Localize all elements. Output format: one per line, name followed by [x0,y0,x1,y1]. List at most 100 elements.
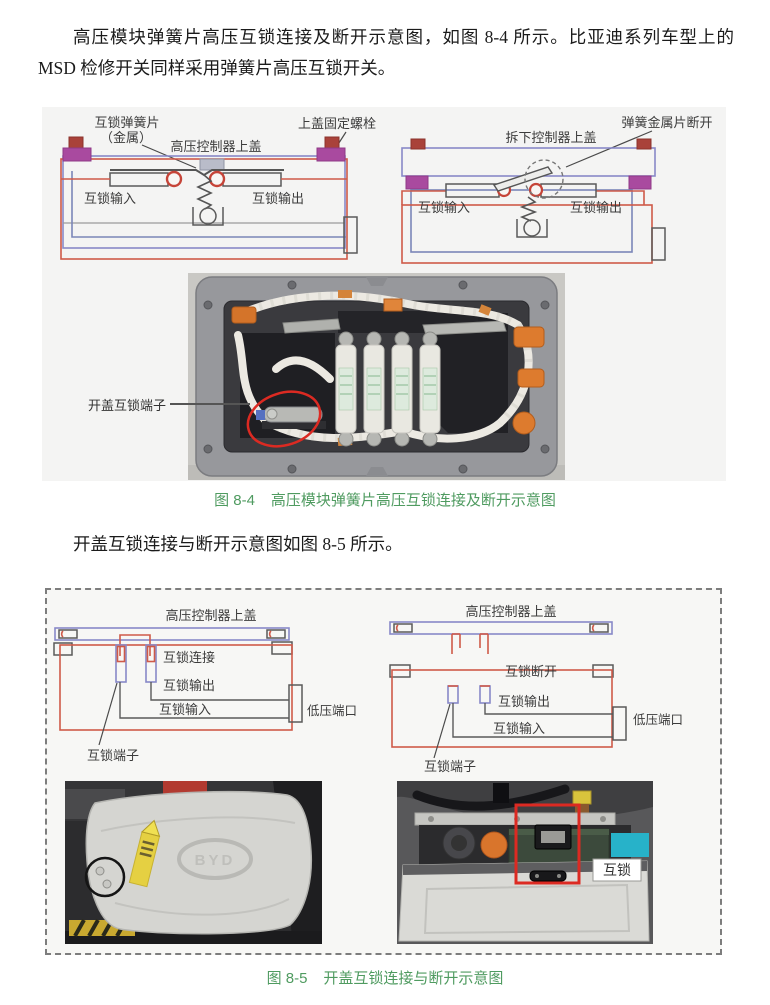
output-line [484,703,613,715]
label-cover-bolt: 上盖固定螺栓 [298,116,376,131]
cover-lower [398,860,650,942]
bolt-cap-icon [410,138,426,150]
screw-icon [600,816,606,822]
cover-bolt [266,629,286,639]
cover-bar [389,621,613,635]
spring-roller [199,207,217,225]
cover-outline [62,155,346,249]
yellow-connector [572,790,592,805]
blue-circuit-box [410,189,633,253]
red-circuit-box [59,644,293,731]
pointer-line [565,130,653,168]
input-line [119,682,289,719]
fuse [419,331,441,447]
bolt-cap-icon [636,138,652,150]
paragraph-intro: 高压模块弹簧片高压互锁连接及断开示意图，如图 8-4 所示。比亚迪系列车型上的 … [38,27,734,78]
red-circuit-box [391,669,613,748]
label-interlock-input: 互锁输入 [84,191,136,206]
label-lv-port: 低压端口 [307,704,357,718]
cover-rim [403,861,647,875]
paragraph-fig85-intro: 开盖互锁连接与断开示意图如图 8-5 所示。 [73,534,403,554]
label-interlock-output: 互锁输出 [252,191,304,206]
byd-logo-text: BYD [195,852,236,869]
terminal-pin-contact [146,645,156,663]
label-interlock-terminal: 互锁端子 [87,748,139,763]
cover-tab [199,158,225,171]
lv-port-box [612,706,627,741]
caption-text: 开盖互锁连接与断开示意图 [323,970,504,987]
cover-recess [423,883,631,935]
teal-component [611,833,649,857]
blue-circuit-line [71,171,346,238]
bolt-cap-icon [68,136,84,150]
photo-controller-interlock-highlight: 互锁 [397,781,653,944]
cover-bolt [58,629,78,639]
contact-point [165,170,183,188]
label-spring-open: 弹簧金属片断开 [621,115,712,130]
spring-bracket [192,207,224,226]
label-controller-cover: 高压控制器上盖 [170,139,261,154]
caption-number: 图 8-4 [214,492,255,509]
figure-8-4: 互锁弹簧片 （金属） 上盖固定螺栓 高压控制器上盖 [42,107,726,481]
cover-bolt [589,623,609,633]
label-interlock-output: 互锁输出 [498,694,550,709]
red-ellipse-annotation [246,390,322,448]
bolt-base-icon [405,175,429,190]
bolt-mark [591,624,595,632]
byd-logo-oval [177,838,253,880]
terminal-pin [115,644,127,683]
cover-contour [114,898,290,916]
cable-clamp [493,783,509,803]
silver-busbar [282,318,341,334]
bolt-cap-icon [324,136,340,150]
label-spring-plate: 互锁弹簧片 [94,115,159,130]
bolt-base-icon [316,147,346,162]
label-removed-cover: 拆下控制器上盖 [505,130,596,145]
orange-cylinder [480,831,508,859]
figure-8-5-caption: 图 8-5 开盖互锁连接与断开示意图 [0,967,770,988]
label-interlock-terminal: 互锁端子 [424,759,476,774]
terminal-pin [447,685,459,704]
leader-line [170,403,250,405]
lv-connector-box [651,227,666,261]
label-lv-port: 低压端口 [633,713,683,727]
terminal-pin-contact [116,645,126,663]
label-interlock: 互锁 [603,862,631,878]
caption-number: 图 8-5 [266,970,308,987]
spring-icon [196,174,213,210]
flange-post [389,664,411,678]
silver-busbar [422,320,507,336]
figure-8-5: 高压控制器上盖 互锁连接 互锁输出 互锁输入 低压端口 互锁端子 [45,588,722,955]
bolt-icon [95,866,105,876]
orange-connectors [231,298,545,435]
slot-dot [557,874,561,878]
warning-sticker [128,819,161,888]
interlock-slot [529,870,567,882]
label-controller-cover: 高压控制器上盖 [165,608,256,623]
flange-post [271,641,293,655]
pointer-line [433,703,451,759]
lv-connector-box [343,216,358,254]
red-highlight-box [514,803,581,885]
screw-icon [428,816,434,822]
lv-port-box [288,684,303,723]
contact-bar [222,172,282,187]
dashed-circle-annotation [524,159,564,199]
flange-screws [203,280,550,474]
cover-contour [100,816,296,832]
brown-connector [575,804,589,814]
figure-8-4-caption: 图 8-4 高压模块弹簧片高压互锁连接及断开示意图 [0,489,770,510]
diagram-spring-interlock-connected: 互锁弹簧片 （金属） 上盖固定螺栓 高压控制器上盖 [60,115,376,260]
slot-dot [535,874,539,878]
diagram-cover-interlock-connected: 高压控制器上盖 互锁连接 互锁输出 互锁输入 低压端口 互锁端子 [53,608,357,763]
silver-cover [85,790,313,935]
black-module [428,313,508,433]
flange-post [53,642,73,656]
pointer-line [98,682,118,746]
caption-text: 高压模块弹簧片高压互锁连接及断开示意图 [270,492,556,509]
connector-pins [541,831,565,843]
photo-hv-module-interior [188,273,565,480]
red-wire [401,190,446,205]
bolt-mark [60,630,64,638]
